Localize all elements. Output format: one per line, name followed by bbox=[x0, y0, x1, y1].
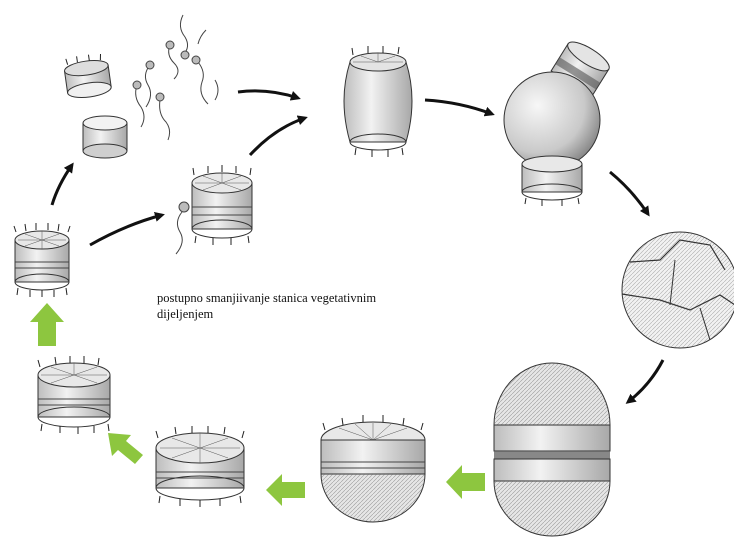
lower-valve bbox=[83, 116, 127, 158]
arrow-swelling-to-auxospore bbox=[425, 100, 492, 114]
green-arrow-2 bbox=[266, 474, 305, 506]
smaller-vegetative-cell bbox=[38, 356, 110, 434]
arrow-small-cell-to-valves bbox=[52, 165, 72, 205]
gamete-attached-cell bbox=[176, 165, 252, 254]
auxospore-with-split-wall bbox=[622, 232, 734, 348]
arrow-gametes-to-swelling bbox=[238, 91, 298, 98]
swelling-cell bbox=[344, 46, 412, 157]
auxospore bbox=[504, 37, 613, 206]
caption-line-1: postupno smanjiivanje stanica vegetativn… bbox=[157, 290, 447, 306]
auxospore-sphere bbox=[504, 72, 600, 168]
vegetative-division-caption: postupno smanjiivanje stanica vegetativn… bbox=[157, 290, 447, 322]
arrow-split-to-initial-cell bbox=[628, 360, 663, 402]
small-diatom-cell bbox=[14, 223, 70, 297]
gametes bbox=[133, 15, 218, 140]
arrow-small-cell-to-gamete-cell bbox=[90, 215, 162, 245]
green-arrow-3 bbox=[108, 433, 143, 464]
auxospore-lower-valve bbox=[522, 156, 582, 206]
large-vegetative-cell bbox=[321, 415, 425, 522]
caption-line-2: dijeljenjem bbox=[157, 306, 447, 322]
arrow-gamete-cell-to-swelling bbox=[250, 118, 305, 155]
separated-valves-and-gametes bbox=[63, 15, 218, 158]
arrow-auxospore-to-split bbox=[610, 172, 648, 214]
upper-valve bbox=[63, 52, 112, 100]
large-initial-cell bbox=[494, 363, 610, 536]
green-arrow-1 bbox=[446, 465, 485, 499]
green-arrow-4 bbox=[30, 303, 64, 346]
medium-vegetative-cell bbox=[156, 426, 244, 507]
